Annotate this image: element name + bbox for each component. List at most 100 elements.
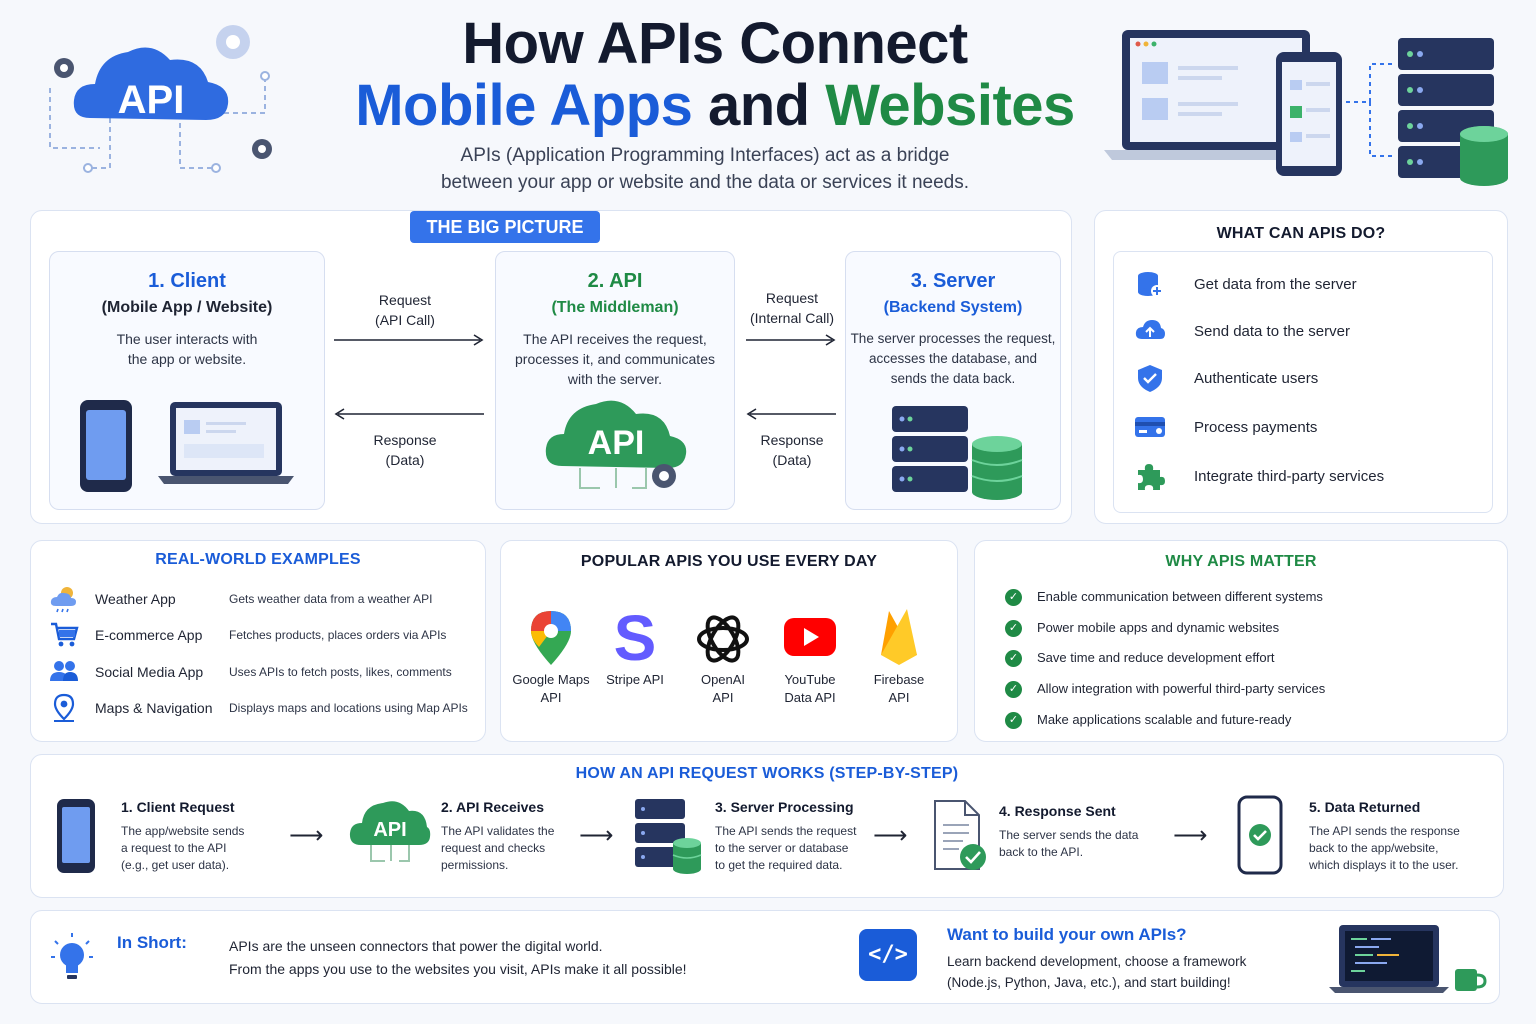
steps-panel: HOW AN API REQUEST WORKS (STEP-BY-STEP) … [30,754,1504,898]
step-1: 1. Client Request The app/website sends … [121,799,281,874]
server-database-icon [892,406,1023,500]
server-desc: The server processes the request, access… [846,329,1060,389]
check-icon: ✓ [1005,589,1022,606]
example-name: Maps & Navigation [95,700,213,716]
steps-heading: HOW AN API REQUEST WORKS (STEP-BY-STEP) [575,765,959,782]
popular-item-youtube: YouTube Data API [762,671,858,707]
what-can-heading: WHAT CAN APIS DO? [1216,225,1386,242]
popular-item-google-maps: Google Maps API [503,671,599,707]
api-desc-line3: with the server. [567,371,663,387]
summary-line1: APIs are the unseen connectors that powe… [229,938,603,954]
what-can-item: Send data to the server [1114,313,1492,349]
step-5: 5. Data Returned The API sends the respo… [1309,799,1489,874]
step-title: 3. Server Processing [715,799,854,815]
what-can-label: Integrate third-party services [1194,467,1385,485]
step-api-cloud-text: API [373,819,407,841]
step-title: 2. API Receives [441,799,544,815]
server-icon [635,799,702,874]
why-panel: WHY APIS MATTER ✓ Enable communication b… [974,540,1508,742]
subtitle-line2: between your app or website and the data… [440,172,970,193]
client-desc-line1: The user interacts with [116,331,258,347]
why-item: Allow integration with powerful third-pa… [1037,681,1326,696]
cta-block: Want to build your own APIs? Learn backe… [947,925,1246,993]
popular-item-line1: Stripe API [606,672,664,687]
popular-item-openai: OpenAI API [675,671,771,707]
arrow2-response-top: Response [760,432,824,448]
example-name: E-commerce App [95,627,203,643]
api-desc-line1: The API receives the request, [523,331,707,347]
what-can-label: Process payments [1194,418,1318,436]
weather-icon [50,587,76,613]
step-arrow-icon: ⟶ [873,822,908,849]
summary-panel: In Short: APIs are the unseen connectors… [30,910,1500,1004]
step-title: 5. Data Returned [1309,799,1421,815]
example-item: Maps & Navigation Displays maps and loca… [31,690,485,726]
subtitle-line1: APIs (Application Programming Interfaces… [460,145,950,166]
what-can-label: Authenticate users [1194,369,1319,387]
server-subtitle: (Backend System) [883,299,1023,316]
what-can-item: Integrate third-party services [1114,458,1492,494]
arrow1-response-label: Response (Data) [335,430,475,470]
youtube-icon [784,618,836,656]
request-arrow-right-icon [334,334,484,346]
cloud-upload-icon [1135,320,1165,339]
phone-check-icon [1237,795,1283,875]
step-arrow-icon: ⟶ [1173,822,1208,849]
step-desc-line: The API sends the request [715,824,857,838]
example-desc: Fetches products, places orders via APIs [229,628,447,642]
api-cloud-text: API [587,424,645,462]
examples-heading: REAL-WORLD EXAMPLES [155,551,361,568]
api-desc: The API receives the request, processes … [496,329,734,389]
response-arrow-left-icon [334,408,484,420]
popular-item-line1: Firebase [873,672,925,687]
cta-line2: (Node.js, Python, Java, etc.), and start… [947,975,1231,990]
step-desc-line: a request to the API [121,841,227,855]
cta-line1: Learn backend development, choose a fram… [947,954,1247,969]
title-and: and [707,73,810,138]
lightbulb-icon [51,933,93,979]
database-add-icon [1138,272,1163,297]
what-can-item: Authenticate users [1114,360,1492,396]
summary-line2: From the apps you use to the websites yo… [229,961,687,977]
popular-item-firebase: Firebase API [851,671,947,707]
phone-icon [57,799,95,873]
arrow2-request-top: Request [765,290,819,306]
step-title: 1. Client Request [121,799,235,815]
step-desc: The server sends the data back to the AP… [999,827,1169,861]
step-desc-line: to the server or database [715,841,849,855]
popular-item-line2: API [540,690,562,705]
puzzle-icon [1138,464,1165,490]
what-can-label: Get data from the server [1194,275,1357,293]
client-card: 1. Client (Mobile App / Website) The use… [49,251,325,510]
step-desc-line: back to the app/website, [1309,841,1439,855]
arrow2-response-bottom: (Data) [772,452,812,468]
step-arrow-icon: ⟶ [579,822,614,849]
what-can-item: Process payments [1114,409,1492,445]
step-desc-line: permissions. [441,858,509,872]
users-icon [50,661,78,681]
arrow2-request-bottom: (Internal Call) [749,310,835,326]
arrow1-response-bottom: (Data) [385,452,425,468]
google-maps-icon [531,611,571,665]
step-3: 3. Server Processing The API sends the r… [715,799,875,874]
map-pin-icon [53,693,75,722]
example-item: Social Media App Uses APIs to fetch post… [31,654,485,690]
arrow1-request-bottom: (API Call) [375,312,435,328]
server-desc-line2: accesses the database, and [868,351,1038,366]
step-4: 4. Response Sent The server sends the da… [999,803,1169,861]
client-title: 1. Client [148,270,226,292]
popular-item-line1: YouTube [784,672,836,687]
what-can-panel: WHAT CAN APIS DO? Get data from the serv… [1094,210,1508,524]
example-desc: Uses APIs to fetch posts, likes, comment… [229,665,452,679]
title-websites: Websites [825,73,1075,138]
api-cloud-icon [349,801,431,862]
what-can-label: Send data to the server [1194,322,1350,340]
server-title: 3. Server [910,270,996,292]
server-card: 3. Server (Backend System) The server pr… [845,251,1061,510]
why-item: Save time and reduce development effort [1037,650,1275,665]
api-card: 2. API (The Middleman) The API receives … [495,251,735,510]
server-desc-line3: sends the data back. [890,371,1016,386]
cta-title: Want to build your own APIs? [947,925,1187,944]
popular-item-line1: Google Maps [512,672,590,687]
check-icon: ✓ [1005,681,1022,698]
